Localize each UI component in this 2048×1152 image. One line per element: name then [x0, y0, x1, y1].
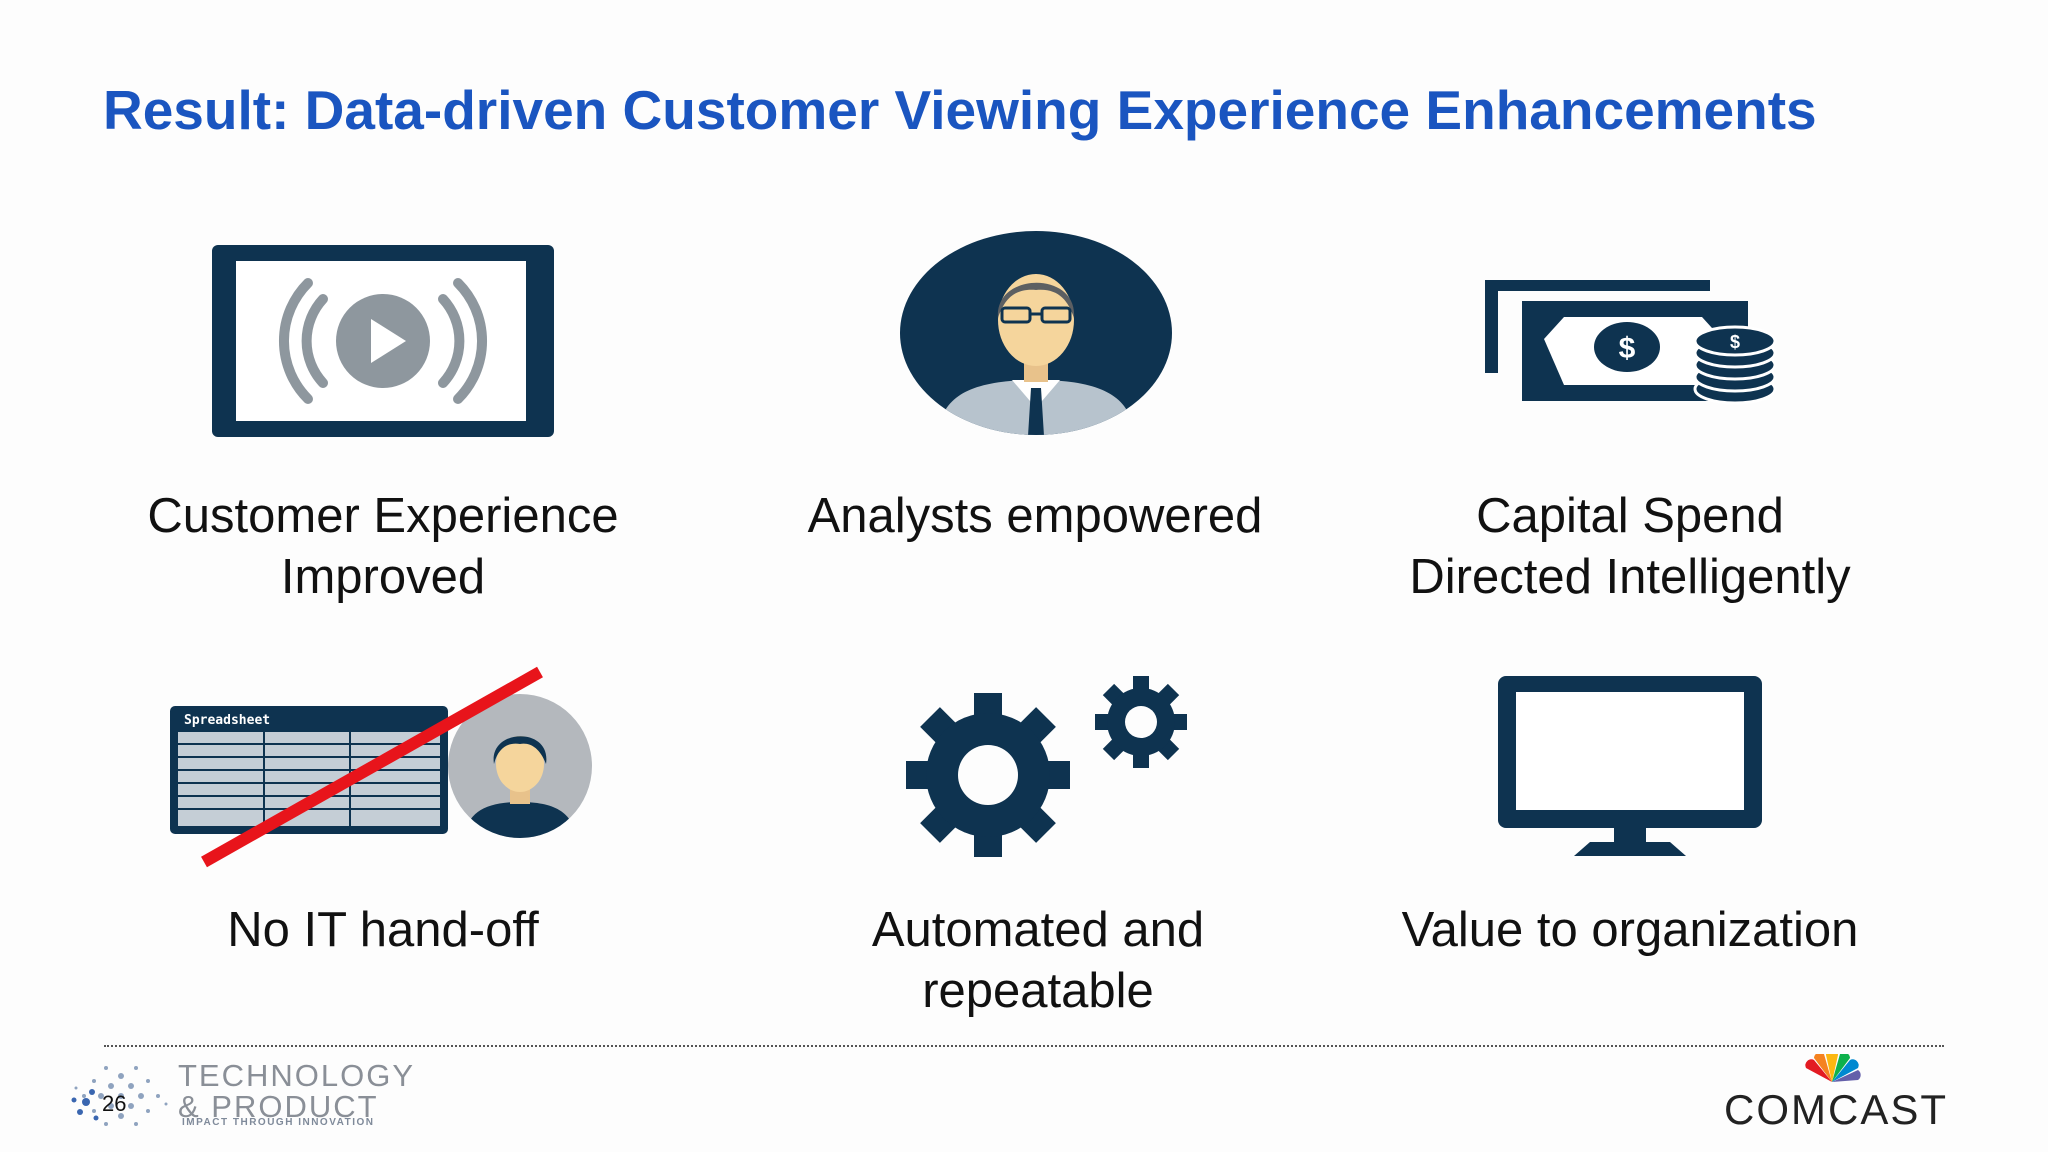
crossed-out-spreadsheet-icon: Spreadsheet: [170, 666, 592, 868]
page-number: 26: [102, 1091, 127, 1116]
analyst-person-icon: [900, 231, 1172, 435]
slide-title: Result: Data-driven Customer Viewing Exp…: [103, 79, 1817, 141]
logo-text-product: & PRODUCT: [178, 1089, 379, 1124]
spreadsheet-label: Spreadsheet: [184, 713, 270, 728]
svg-text:$: $: [1730, 332, 1740, 352]
caption-analysts-empowered: Analysts empowered: [807, 489, 1263, 543]
streaming-video-tablet-icon: [212, 245, 554, 437]
caption-value-to-organization: Value to organization: [1401, 903, 1859, 957]
money-and-coins-icon: $ $: [1485, 280, 1777, 405]
logo-tagline: IMPACT THROUGH INNOVATION: [182, 1117, 375, 1128]
comcast-logo-text: COMCAST: [1724, 1086, 1948, 1133]
monitor-icon: [1498, 676, 1762, 856]
logo-text-technology: TECHNOLOGY: [178, 1058, 416, 1093]
caption-no-it-hand-off: No IT hand-off: [227, 903, 539, 957]
technology-product-logo-icon: [71, 1066, 168, 1126]
footer-divider: [104, 1045, 1944, 1047]
nbc-peacock-icon: [1805, 1054, 1861, 1082]
gears-icon: [906, 676, 1187, 857]
svg-text:$: $: [1619, 332, 1636, 365]
